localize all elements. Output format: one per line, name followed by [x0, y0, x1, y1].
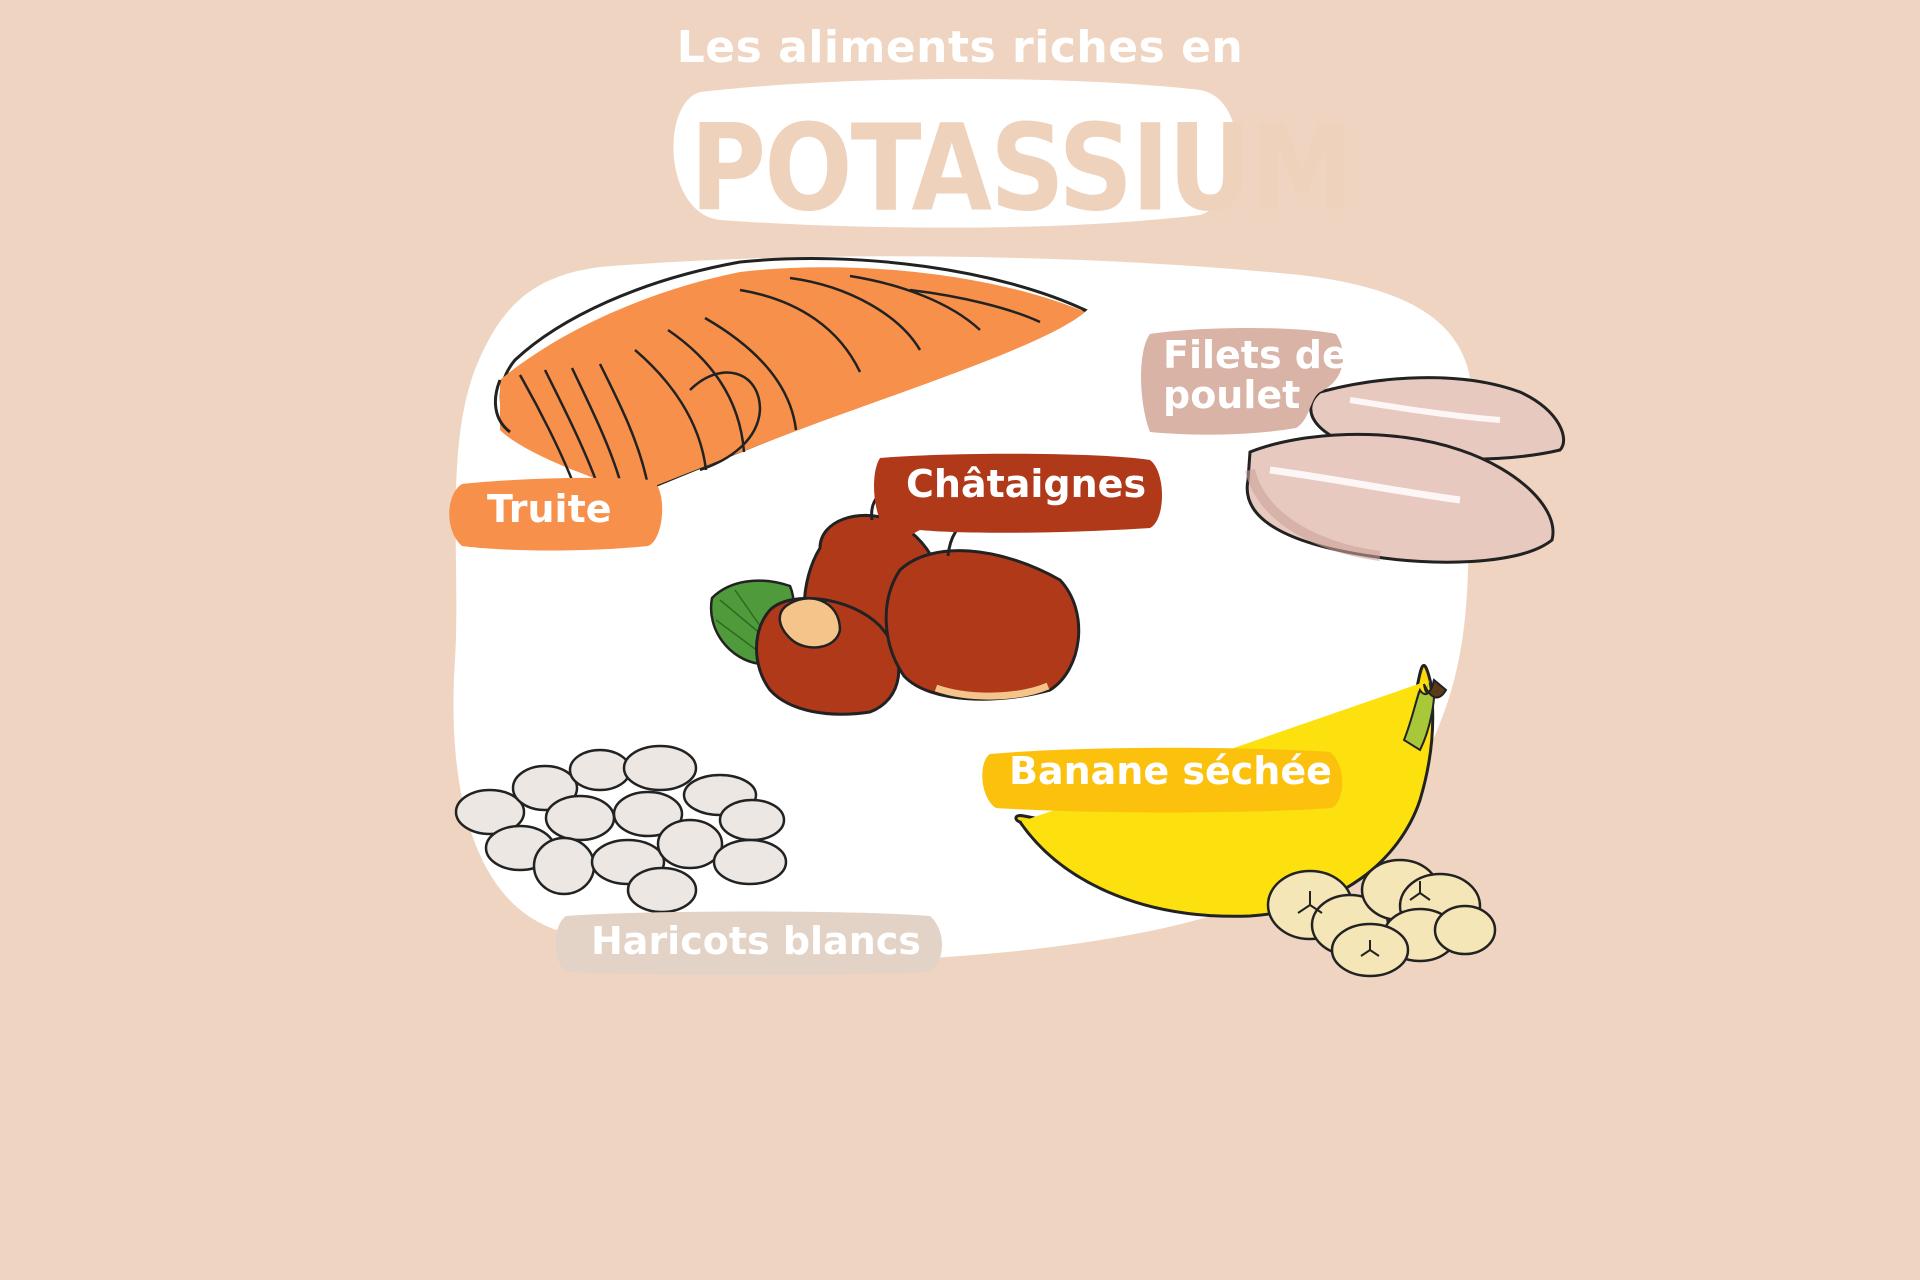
beans-label: Haricots blancs: [591, 919, 921, 963]
banana-chips-illustration: [1266, 858, 1497, 978]
chestnut-illustration: [709, 490, 1081, 716]
beans-illustration: [454, 744, 788, 914]
chicken-label: Filets de poulet: [1163, 333, 1348, 417]
trout-illustration: [493, 257, 1088, 494]
banana-label: Banane séchée: [1009, 749, 1332, 793]
chestnut-tag: [874, 453, 1162, 556]
chicken-illustration: [1245, 376, 1566, 564]
banana-tag: [982, 747, 1343, 813]
chicken-tag: [1141, 328, 1344, 435]
page-title: POTASSIUM: [690, 98, 1354, 239]
title-banner: [673, 79, 1237, 228]
trout-tag: [449, 477, 663, 551]
trout-label: Truite: [487, 487, 612, 531]
chestnuts-label: Châtaignes: [906, 462, 1147, 506]
beans-tag: [555, 911, 942, 975]
subtitle: Les aliments riches en: [676, 22, 1244, 73]
